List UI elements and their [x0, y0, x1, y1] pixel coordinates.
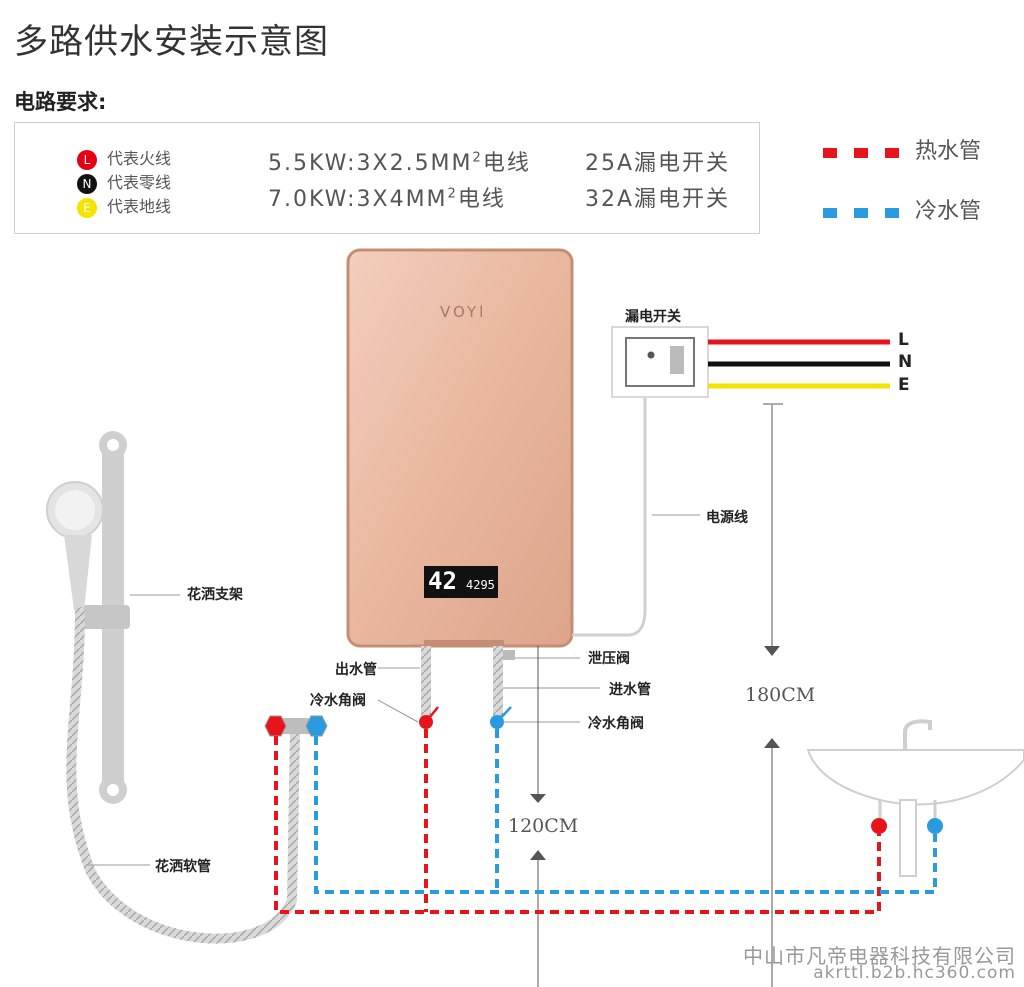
watermark-website: akrttl.b2b.hc360.com [813, 963, 1016, 983]
legend-cold-label: 冷水管 [915, 199, 982, 224]
spec-power-70: 7.0KW:3X4MM2电线 [268, 186, 506, 212]
arrow-up-icon [764, 738, 780, 748]
wire-row-earth: E 代表地线 [77, 193, 171, 218]
spec-switch-25a: 25A漏电开关 [585, 151, 731, 176]
neutral-wire-badge-icon: N [77, 173, 97, 194]
breaker-label: 漏电开关 [625, 309, 681, 325]
shower-hose-label: 花洒软管 [155, 859, 211, 875]
inlet-pipe-label: 进水管 [609, 682, 651, 698]
wire-label-live: 代表火线 [107, 149, 172, 168]
watermark-company: 中山市凡帝电器科技有限公司 [743, 944, 1016, 968]
breaker-switch-icon [611, 326, 709, 398]
cold-angle-valve-right-label: 冷水角阀 [588, 716, 644, 732]
basin-hot-valve-icon [871, 818, 887, 834]
height-180-label: 180CM [745, 684, 816, 706]
legend-hot-label: 热水管 [915, 139, 982, 164]
wire-row-live: L 代表火线 [77, 145, 171, 170]
wire-row-neutral: N 代表零线 [77, 169, 171, 194]
live-wire-badge-icon: L [77, 149, 97, 170]
spec-switch-32a: 32A漏电开关 [585, 187, 731, 212]
terminal-e: E [898, 375, 910, 395]
cold-pipe-legend-icon [823, 203, 916, 222]
outlet-pipe-icon [421, 646, 431, 718]
hot-water-pipe-icon [274, 729, 881, 914]
shower-hose-icon [66, 607, 300, 944]
shower-head-icon [46, 481, 104, 610]
height-120-label: 120CM [508, 815, 579, 837]
heater-display-small: 4295 [466, 578, 495, 592]
spec-power-55: 5.5KW:3X2.5MM2电线 [268, 150, 531, 176]
arrow-down-icon [764, 646, 780, 656]
arrow-up-icon [530, 850, 546, 860]
mixer-valve-icon [264, 715, 328, 737]
earth-wire-badge-icon: E [77, 197, 97, 218]
basin-cold-valve-icon [927, 818, 943, 834]
circuit-requirements-box: L 代表火线 N 代表零线 E 代表地线 5.5KW:3X2.5MM2电线 7.0KW… [14, 122, 760, 234]
relief-valve-icon [503, 650, 515, 660]
outlet-pipe-label: 出水管 [335, 662, 377, 678]
heater-display-temp: 42 [428, 567, 457, 595]
wire-label-neutral: 代表零线 [107, 173, 172, 192]
power-cord-label: 电源线 [706, 510, 748, 526]
page-title: 多路供水安装示意图 [14, 22, 329, 62]
wire-label-earth: 代表地线 [107, 197, 172, 216]
hot-pipe-legend-icon [823, 143, 916, 162]
heater-brand-logo: VOYl [440, 303, 487, 321]
wash-basin-icon [806, 719, 1024, 877]
water-heater-icon [346, 248, 574, 648]
cold-angle-valve-left-label: 冷水角阀 [310, 693, 366, 709]
terminal-n: N [898, 352, 913, 372]
cold-water-pipe-icon [314, 729, 937, 894]
circuit-requirements-heading: 电路要求: [14, 90, 107, 114]
shower-bracket-label: 花洒支架 [187, 587, 243, 603]
shower-bracket-icon [80, 431, 130, 804]
arrow-down-icon [530, 794, 546, 803]
relief-valve-label: 泄压阀 [588, 651, 630, 667]
terminal-l: L [898, 330, 909, 350]
power-cord-icon [572, 398, 647, 637]
inlet-pipe-icon [493, 646, 503, 718]
